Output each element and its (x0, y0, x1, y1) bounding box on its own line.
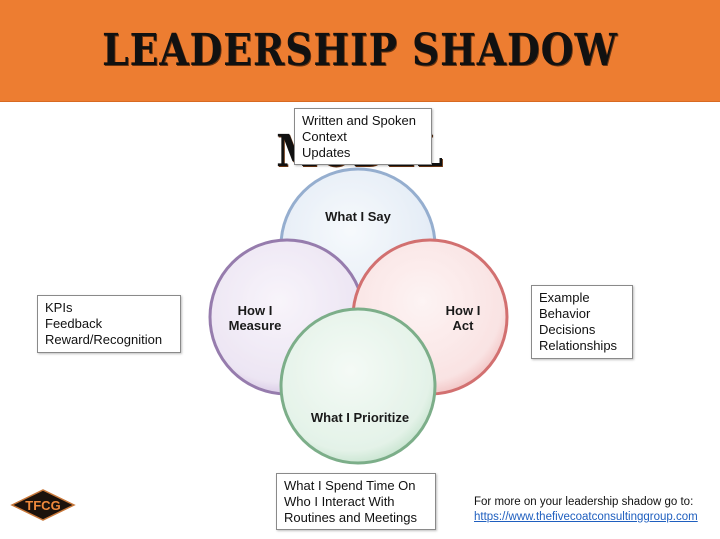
label-line: What I Prioritize (310, 410, 410, 425)
box-line: Context (302, 129, 347, 144)
box-line: Written and Spoken (302, 113, 416, 128)
logo-text: TFCG (25, 498, 60, 513)
box-line: Routines and Meetings (284, 510, 417, 525)
box-line: Updates (302, 145, 351, 160)
tfcg-logo: TFCG (10, 489, 76, 521)
box-line: Behavior (539, 306, 591, 321)
circle-what-i-prioritize (279, 307, 437, 465)
measure-details-box: KPIs Feedback Reward/Recognition (37, 295, 181, 353)
box-line: KPIs (45, 300, 73, 315)
label-line: How I (445, 303, 481, 318)
circle-label-prioritize: What I Prioritize (298, 410, 422, 425)
box-line: Decisions (539, 322, 596, 337)
footer-note: For more on your leadership shadow go to… (474, 495, 698, 525)
footer-text: For more on your leadership shadow go to… (474, 496, 694, 508)
box-line: Reward/Recognition (45, 332, 163, 347)
circle-label-measure: How I Measure (215, 303, 295, 333)
prioritize-details-box: What I Spend Time On Who I Interact With… (276, 473, 436, 530)
box-line: Example (539, 290, 590, 305)
box-line: Who I Interact With (284, 494, 395, 509)
box-line: Relationships (539, 338, 618, 353)
box-line: Feedback (45, 316, 103, 331)
box-line: What I Spend Time On (284, 478, 416, 493)
say-details-box: Written and Spoken Context Updates (294, 108, 432, 165)
circle-label-say: What I Say (308, 209, 408, 224)
act-details-box: Example Behavior Decisions Relationships (531, 285, 633, 359)
label-line: Act (452, 318, 474, 333)
label-line: How I (237, 303, 273, 318)
footer-link[interactable]: https://www.thefivecoatconsultinggroup.c… (474, 511, 698, 523)
label-line: What I Say (325, 209, 391, 224)
circle-label-act: How I Act (428, 303, 498, 333)
title-banner (0, 0, 720, 102)
label-line: Measure (228, 318, 282, 333)
